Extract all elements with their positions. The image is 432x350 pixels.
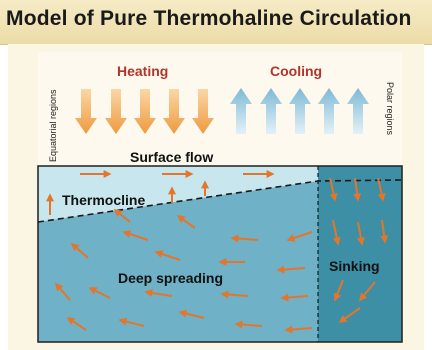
flow-arrow xyxy=(356,221,365,246)
ocean-outline xyxy=(37,165,403,343)
cooling-arrow xyxy=(260,88,282,134)
cooling-arrows xyxy=(230,88,369,134)
equatorial-label: Equatorial regions xyxy=(48,89,58,162)
flow-arrow xyxy=(234,320,263,329)
flow-arrow xyxy=(70,242,89,259)
flow-arrow xyxy=(178,309,205,319)
page-title: Model of Pure Thermohaline Circulation xyxy=(6,7,412,30)
cooling-arrow xyxy=(318,88,340,134)
flow-arrow xyxy=(333,279,344,302)
flow-arrow xyxy=(54,282,71,301)
flow-arrow xyxy=(329,177,338,202)
flow-arrow xyxy=(280,293,309,302)
flow-arrow xyxy=(380,219,389,244)
flow-arrow xyxy=(176,215,196,229)
flow-arrow xyxy=(230,234,259,243)
cooling-arrow xyxy=(289,88,311,134)
heating-arrow xyxy=(75,89,97,134)
flow-arrow xyxy=(118,317,145,327)
flow-arrows xyxy=(46,170,389,334)
heating-arrow xyxy=(163,89,185,134)
cooling-arrow xyxy=(230,88,252,134)
heating-arrow xyxy=(134,89,156,134)
flow-arrow xyxy=(154,250,181,261)
flow-arrow xyxy=(144,289,173,297)
flow-arrow xyxy=(88,287,111,299)
sinking-region xyxy=(318,166,402,342)
flow-arrow xyxy=(284,325,313,334)
heating-arrow xyxy=(192,89,214,134)
flow-arrow xyxy=(66,317,87,331)
flow-arrow xyxy=(276,265,306,274)
atmosphere-area xyxy=(38,52,402,166)
flow-arrow xyxy=(122,230,149,241)
heating-arrows xyxy=(75,89,214,134)
heating-arrow xyxy=(105,89,127,134)
flow-arrow xyxy=(332,219,341,246)
title-bar: Model of Pure Thermohaline Circulation xyxy=(0,0,432,45)
thermocline-label: Thermocline xyxy=(62,192,145,208)
flow-arrow xyxy=(286,231,313,242)
deep-spreading-label: Deep spreading xyxy=(118,270,223,286)
flow-arrow xyxy=(353,177,362,202)
heating-label: Heating xyxy=(117,63,168,79)
cooling-label: Cooling xyxy=(270,63,322,79)
flow-arrow xyxy=(377,177,386,202)
flow-arrow xyxy=(338,307,361,323)
surface-flow-label: Surface flow xyxy=(130,149,213,165)
cooling-arrow xyxy=(347,88,369,134)
flow-arrow xyxy=(113,209,131,223)
flow-arrow xyxy=(220,290,249,299)
flow-arrow xyxy=(358,281,376,302)
polar-label: Polar regions xyxy=(385,82,395,136)
sinking-label: Sinking xyxy=(329,258,380,274)
